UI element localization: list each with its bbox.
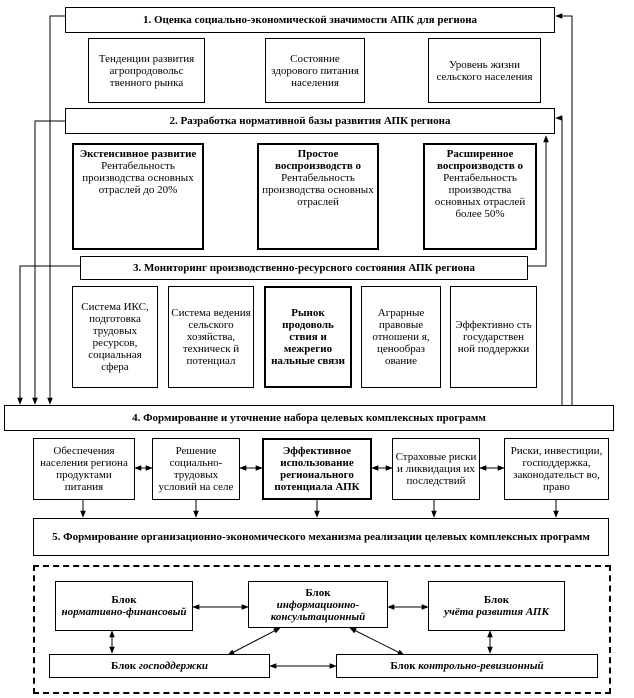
- s4-item-potential-use: Эффективное использование регионального …: [262, 438, 372, 500]
- s4-item-social-labor: Решение социально-трудовых условий на се…: [152, 438, 240, 500]
- section-5-title: 5. Формирование организационно-экономиче…: [33, 518, 609, 556]
- s3-item-state-support: Эффективно сть государствен ной поддержк…: [450, 286, 537, 388]
- feedback-arrow-s4-to-s2: [555, 115, 563, 405]
- arrow-info-state: [227, 627, 281, 656]
- arrow-s3-to-s4: [17, 265, 80, 405]
- s3-item-farming-system: Система ведения сельского хозяйства, тех…: [168, 286, 254, 388]
- feedback-arrow-s4-to-s1: [555, 13, 573, 405]
- s4-item-risks-investments: Риски, инвестиции, господдержка, законод…: [504, 438, 609, 500]
- arrow-s1-to-s4: [47, 15, 65, 405]
- s3-item-agrarian-law: Аграрные правовые отношени я, ценообраз …: [361, 286, 441, 388]
- s4-item-insurance-risks: Страховые риски и ликвидация их последст…: [392, 438, 480, 500]
- section-4-title: 4. Формирование и уточнение набора целев…: [4, 405, 614, 431]
- section-3-title: 3. Мониторинг производственно-ресурсного…: [80, 256, 528, 280]
- arrow-s2-to-s4: [32, 120, 65, 405]
- s1-item-healthy-nutrition: Состояние здорового питания населения: [265, 38, 365, 103]
- s3-item-iks-system: Система ИКС, подготовка трудовых ресурсо…: [72, 286, 158, 388]
- section-1-title: 1. Оценка социально-экономической значим…: [65, 7, 555, 33]
- s3-item-food-market: Рынок продоволь ствия и межрегио нальные…: [264, 286, 352, 388]
- section-2-title: 2. Разработка нормативной базы развития …: [65, 108, 555, 134]
- s4-item-food-supply: Обеспечения населения региона продуктами…: [33, 438, 135, 500]
- arrow-info-control: [349, 627, 405, 656]
- arrow-s3-to-s2: [528, 135, 549, 267]
- block-control-audit: Блок контрольно-ревизионный: [336, 654, 598, 678]
- s1-item-market-trends: Тенденции развития агропродовольс твенно…: [88, 38, 205, 103]
- mechanism-frame: [33, 565, 611, 694]
- s1-item-living-standard: Уровень жизни сельского населения: [428, 38, 541, 103]
- block-state-support: Блок господдержки: [49, 654, 270, 678]
